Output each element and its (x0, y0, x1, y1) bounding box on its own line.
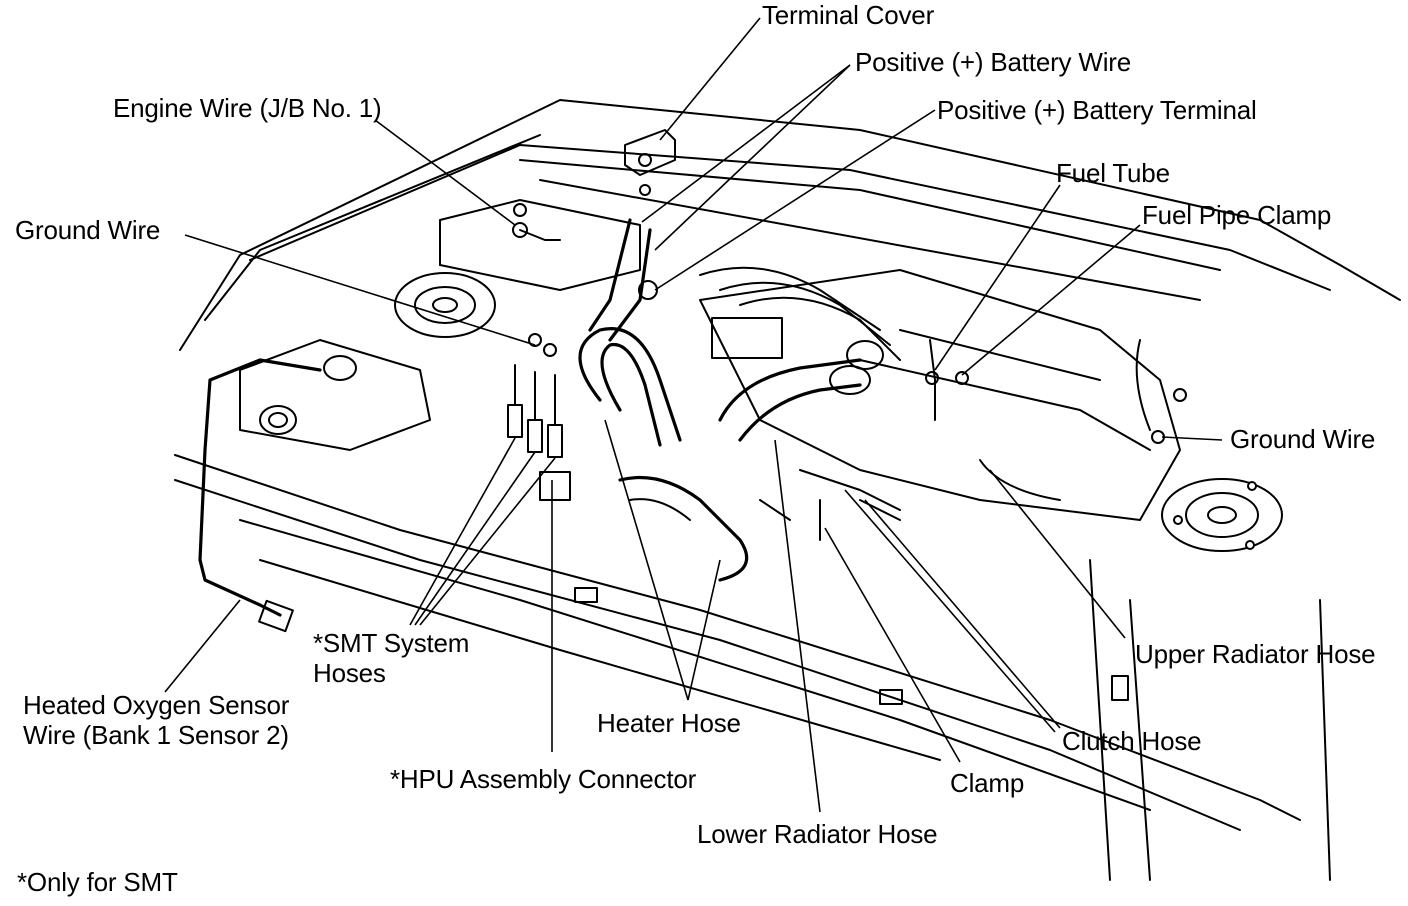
leader-ground-wire-left (184, 234, 536, 346)
leader-clutch-hose-b (864, 499, 1061, 729)
label-ground-wire-left: Ground Wire (15, 215, 161, 245)
label-upper-radiator-hose: Upper Radiator Hose (1135, 639, 1376, 669)
throttle-body (846, 340, 884, 370)
battery-wire-bundle (588, 218, 632, 332)
label-smt-hoses-line1: *SMT System (313, 628, 470, 658)
terminal-cover-shape (624, 129, 676, 176)
label-heated-o2-line2: Wire (Bank 1 Sensor 2) (23, 720, 289, 750)
heater-hose-loop (578, 327, 682, 442)
label-heater-hose: Heater Hose (597, 708, 741, 738)
right-strut-tower (1161, 478, 1283, 552)
o2-sensor-wire (198, 358, 322, 617)
front-crossmember (174, 454, 1301, 821)
label-clamp: Clamp (950, 768, 1025, 798)
leader-fuel-tube (934, 184, 1061, 371)
leader-smt-hoses-c (419, 457, 556, 626)
leader-smt-hoses-b (414, 451, 536, 626)
label-smt-hoses-line2: Hoses (313, 658, 386, 688)
label-terminal-cover: Terminal Cover (762, 0, 935, 30)
label-heated-o2-line1: Heated Oxygen Sensor (23, 690, 290, 720)
leader-smt-hoses-a (409, 437, 516, 626)
leader-positive-wire-b (654, 64, 851, 251)
label-engine-wire: Engine Wire (J/B No. 1) (113, 93, 382, 123)
leader-lower-radiator-hose (774, 439, 821, 813)
engine-block (699, 269, 1181, 521)
leader-clamp (824, 527, 961, 763)
label-positive-battery-wire: Positive (+) Battery Wire (855, 47, 1132, 77)
leader-terminal-cover (659, 17, 761, 141)
leader-engine-wire (374, 119, 516, 226)
label-fuel-pipe-clamp: Fuel Pipe Clamp (1142, 200, 1332, 230)
leader-ground-wire-right (1161, 436, 1223, 441)
leader-clutch-hose-a (844, 489, 1056, 733)
ground-bolt-left (543, 343, 557, 357)
label-lower-radiator-hose: Lower Radiator Hose (697, 819, 938, 849)
leader-positive-wire-a (641, 64, 851, 223)
leader-heater-hose-a (604, 419, 689, 701)
label-fuel-tube: Fuel Tube (1056, 158, 1170, 188)
label-hpu-connector: *HPU Assembly Connector (390, 764, 697, 794)
leader-heater-hose-b (687, 559, 721, 701)
leader-heated-o2 (164, 599, 241, 693)
label-positive-battery-terminal: Positive (+) Battery Terminal (937, 95, 1257, 125)
footnote: *Only for SMT (17, 867, 178, 897)
label-clutch-hose: Clutch Hose (1062, 726, 1202, 756)
leader-positive-terminal (654, 109, 936, 291)
reservoir (239, 339, 431, 451)
left-strut-tower (394, 272, 496, 338)
air-intake-duct (718, 358, 862, 422)
label-ground-wire-right: Ground Wire (1230, 424, 1376, 454)
leader-upper-radiator-hose (989, 469, 1126, 639)
leader-fuel-pipe-clamp (961, 224, 1141, 376)
hood-outline (179, 99, 1401, 351)
